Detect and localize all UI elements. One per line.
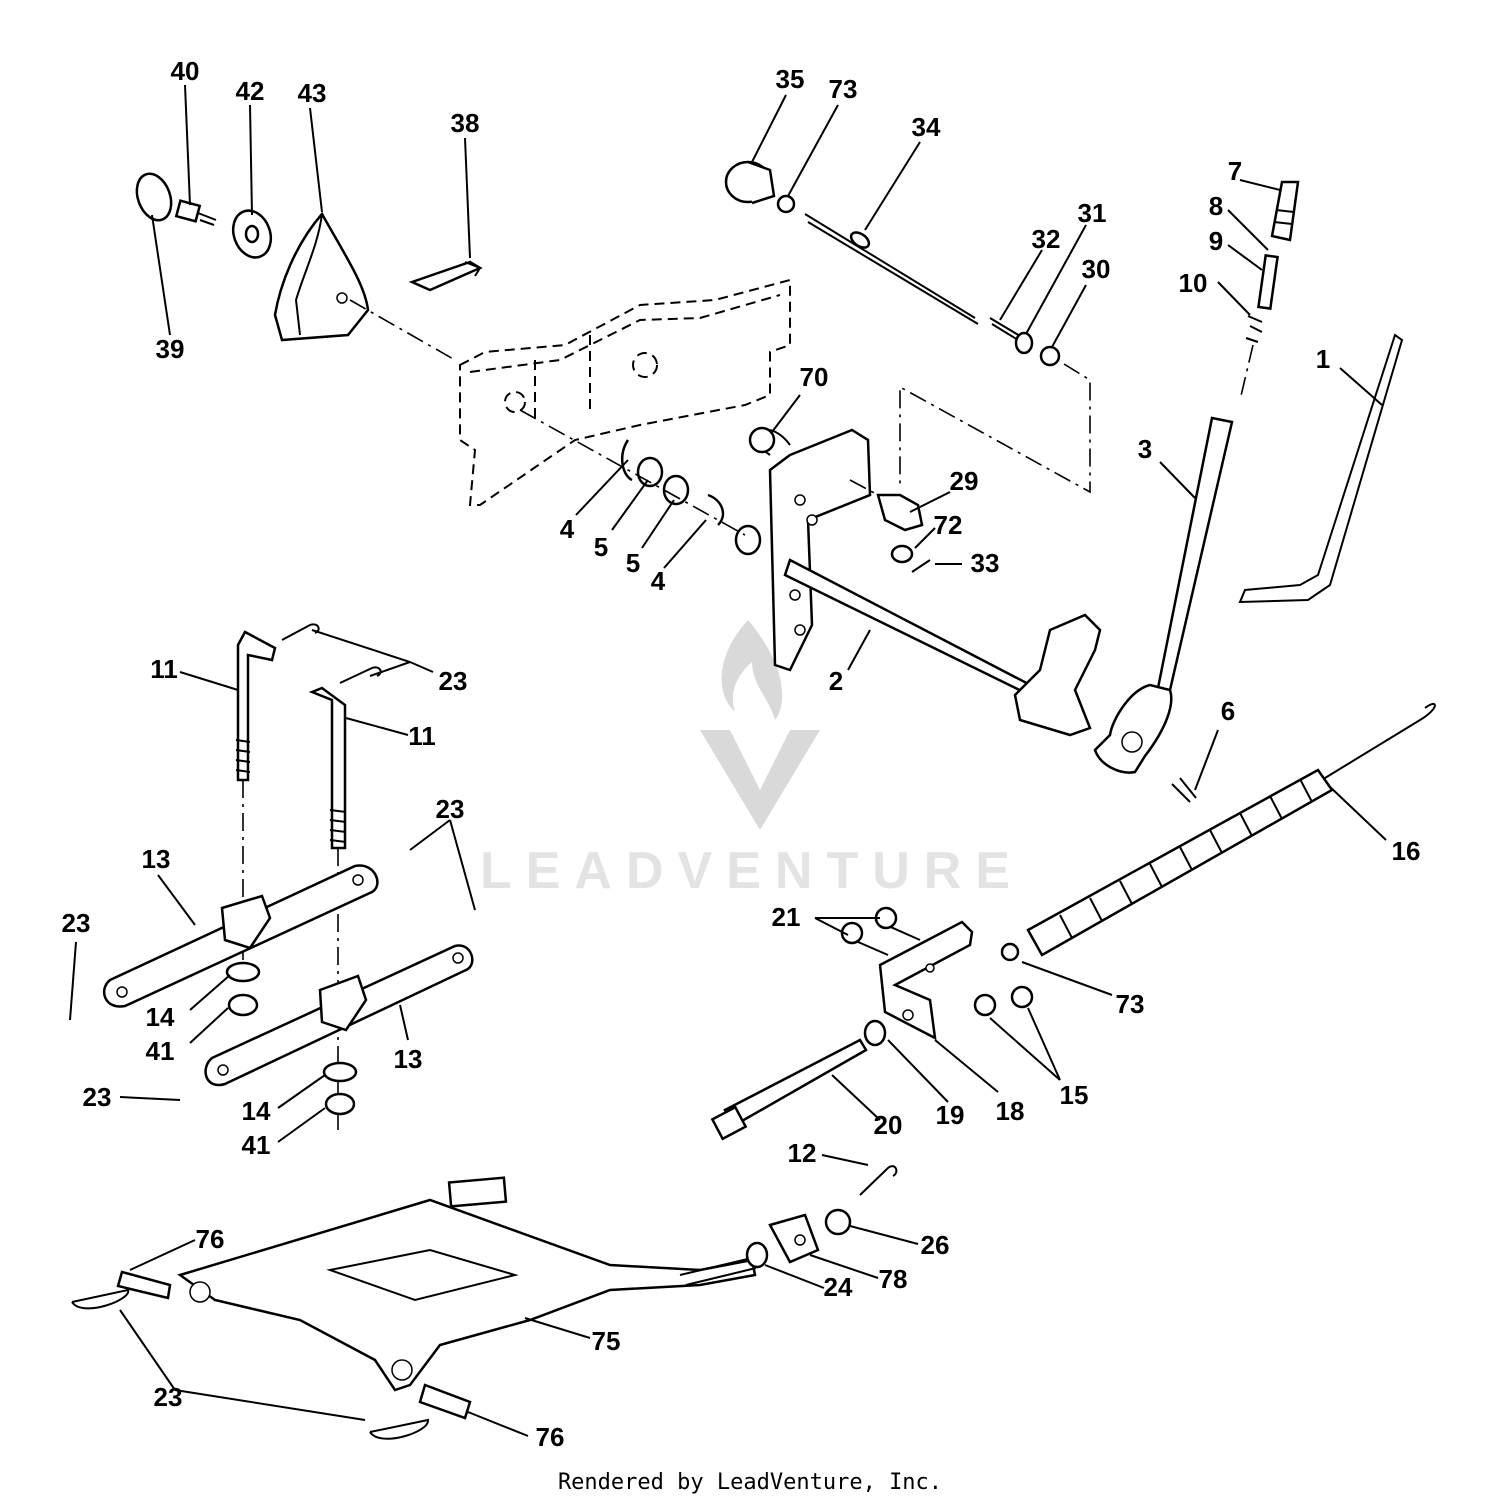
- callout-40: 40: [171, 56, 200, 86]
- lift-links: [102, 864, 474, 1087]
- washers-clips: [519, 409, 746, 536]
- callout-70: 70: [800, 362, 829, 392]
- callout-10: 10: [1179, 268, 1208, 298]
- callout-3: 3: [1138, 434, 1152, 464]
- callout-8: 8: [1209, 191, 1223, 221]
- callout-41a: 41: [146, 1036, 175, 1066]
- callout-35: 35: [776, 64, 805, 94]
- callout-13b: 13: [394, 1044, 423, 1074]
- callout-21: 21: [772, 902, 801, 932]
- callout-6: 6: [1221, 696, 1235, 726]
- callout-20: 20: [874, 1110, 903, 1140]
- callout-labels: 40 42 43 38 39 35 73 34 7 8 31 32 30 9 1…: [62, 56, 1421, 1452]
- callout-29: 29: [950, 466, 979, 496]
- callout-78: 78: [879, 1264, 908, 1294]
- callout-9: 9: [1209, 226, 1223, 256]
- callout-13a: 13: [142, 844, 171, 874]
- fender-bracket-group: [135, 172, 483, 361]
- callout-34: 34: [912, 112, 941, 142]
- callout-19: 19: [936, 1100, 965, 1130]
- callout-26: 26: [921, 1230, 950, 1260]
- callout-12: 12: [788, 1138, 817, 1168]
- leader-lines: [69, 84, 1387, 1437]
- callout-41b: 41: [242, 1130, 271, 1160]
- callout-16: 16: [1392, 836, 1421, 866]
- callout-23b: 23: [436, 794, 465, 824]
- callout-23d: 23: [83, 1082, 112, 1112]
- callout-14b: 14: [242, 1096, 271, 1126]
- callout-23c: 23: [62, 908, 91, 938]
- callout-18: 18: [996, 1096, 1025, 1126]
- callout-5b: 5: [626, 548, 640, 578]
- adjuster-rod-group: [724, 160, 1091, 494]
- callout-39: 39: [156, 334, 185, 364]
- callout-76a: 76: [196, 1224, 225, 1254]
- lift-link-bolts: [235, 623, 382, 1130]
- footer-credit: Rendered by LeadVenture, Inc.: [557, 1470, 943, 1495]
- lift-rod: [1238, 333, 1404, 604]
- trunnion-group: [748, 426, 931, 573]
- deck-lift-bracket: [71, 1165, 898, 1440]
- callout-38: 38: [451, 108, 480, 138]
- callout-5a: 5: [594, 532, 608, 562]
- callout-7: 7: [1228, 156, 1242, 186]
- callout-4b: 4: [651, 566, 666, 596]
- lift-handle-group: [1239, 180, 1300, 401]
- callout-76b: 76: [536, 1422, 565, 1452]
- link-hardware: [225, 961, 358, 1116]
- callout-33: 33: [971, 548, 1000, 578]
- callout-11b: 11: [408, 721, 436, 751]
- callout-75: 75: [592, 1326, 621, 1356]
- callout-42: 42: [236, 76, 265, 106]
- callout-15: 15: [1060, 1080, 1089, 1110]
- callout-73b: 73: [1116, 989, 1145, 1019]
- callout-24: 24: [824, 1272, 853, 1302]
- callout-14a: 14: [146, 1002, 175, 1032]
- watermark-text: LEADVENTURE: [480, 842, 1024, 900]
- callout-43: 43: [298, 78, 327, 108]
- callout-31: 31: [1078, 198, 1107, 228]
- frame-outline: [459, 278, 791, 506]
- callout-73: 73: [829, 74, 858, 104]
- callout-32: 32: [1032, 224, 1061, 254]
- callout-4a: 4: [560, 514, 575, 544]
- callout-23e: 23: [154, 1382, 183, 1412]
- lift-lever: [1093, 416, 1234, 803]
- watermark-logo: [700, 620, 820, 830]
- lift-shaft-assembly: [734, 428, 1102, 737]
- callout-1: 1: [1316, 344, 1330, 374]
- callout-30: 30: [1082, 254, 1111, 284]
- callout-2: 2: [829, 666, 843, 696]
- callout-11a: 11: [150, 654, 178, 684]
- callout-72: 72: [934, 510, 963, 540]
- spring-bracket: [710, 906, 1034, 1141]
- callout-23a: 23: [439, 666, 468, 696]
